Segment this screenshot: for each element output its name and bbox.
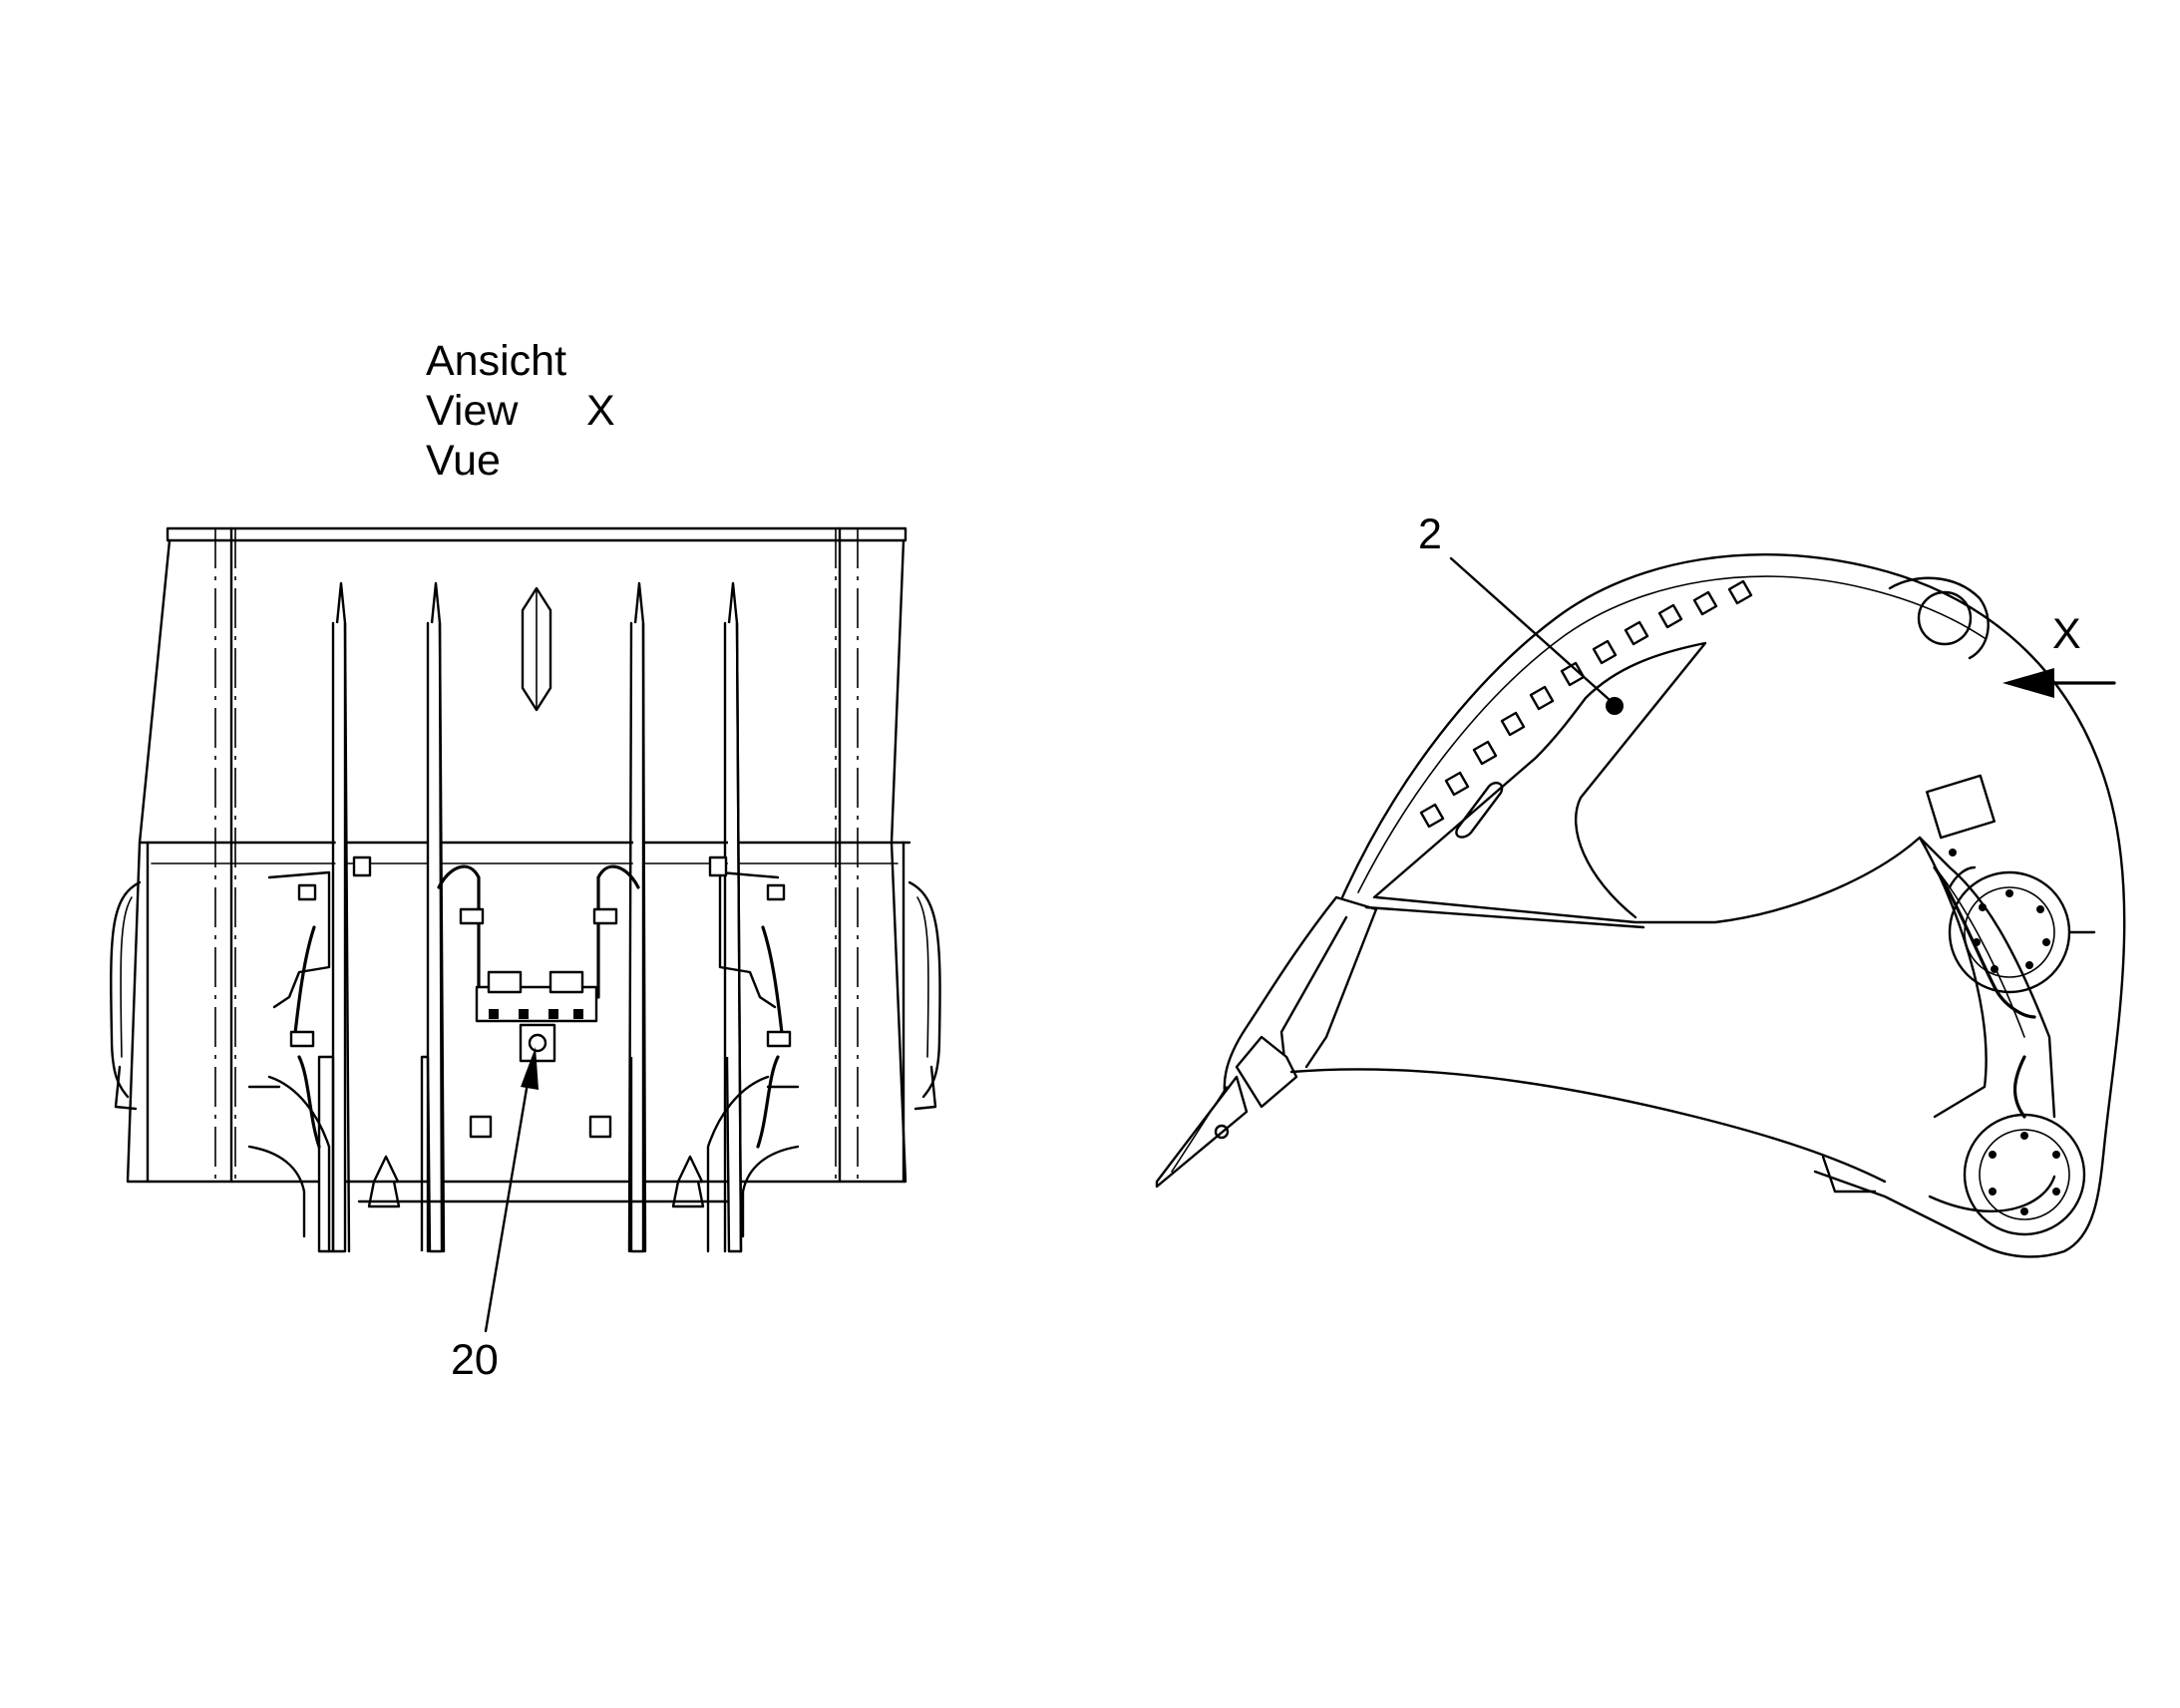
- leader-line-2: [1449, 556, 1612, 702]
- caption-ansicht: Ansicht: [426, 337, 566, 385]
- top-lip-strip: [166, 526, 908, 542]
- fittings: [289, 855, 792, 1139]
- callout-20: 20: [451, 1336, 499, 1384]
- side-tooth: [1155, 1075, 1249, 1189]
- lower-tooth-right: [671, 1155, 705, 1208]
- bucket-shell-outline: [1340, 553, 2126, 1258]
- lifting-lug: [1917, 590, 1973, 646]
- callout-2: 2: [1418, 511, 1442, 558]
- tines: [317, 581, 743, 1253]
- bucket-side-view-icon: [1155, 553, 2126, 1258]
- leader-arrow-20: [521, 1047, 539, 1090]
- leader-line-20: [484, 1075, 531, 1333]
- callout-x: X: [2052, 610, 2081, 658]
- view-direction-arrow: [2002, 668, 2054, 698]
- callout-2-marker: [1606, 697, 1624, 715]
- wear-strips: [1419, 579, 1753, 829]
- lower-tooth-left: [367, 1155, 401, 1208]
- side-slot: [1455, 781, 1504, 839]
- tine-3: [629, 581, 645, 1253]
- tine-2: [420, 581, 444, 1253]
- name-plate: [1926, 774, 1996, 840]
- valve-20: [519, 1023, 556, 1063]
- bucket-front-view-icon: [110, 526, 941, 1333]
- pivot-hub-lower: [1963, 1113, 2086, 1236]
- view-caption: Ansicht View Vue X: [426, 337, 615, 485]
- caption-view: View: [426, 387, 519, 435]
- caption-vue: Vue: [426, 437, 501, 485]
- caption-view-letter: X: [586, 387, 615, 435]
- bucket-body-outline: [126, 538, 908, 1184]
